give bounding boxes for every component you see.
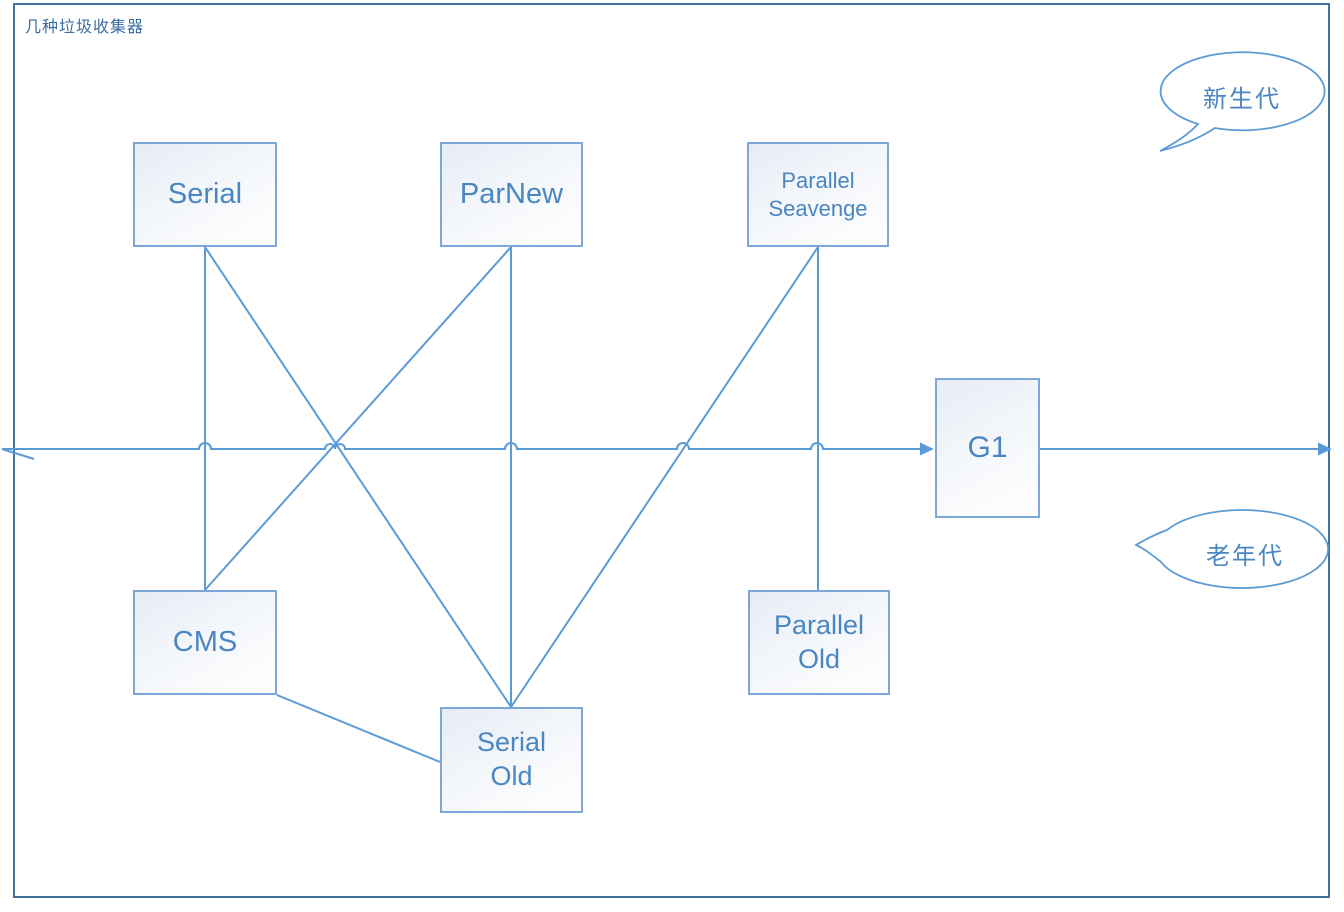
callout-bubble-young-generation[interactable] — [1159, 51, 1326, 152]
edge-serial-to-serial-old — [204, 246, 512, 708]
node-parallel-seavenge-label: Parallel Seavenge — [768, 168, 868, 221]
edge-parnew-to-cms — [204, 246, 512, 591]
axis-line-left-segment — [2, 442, 921, 450]
outer-frame — [13, 3, 1330, 898]
node-serial-old-label: Serial Old — [476, 727, 547, 791]
callout-old-generation-label: 老年代 — [1206, 543, 1284, 570]
node-cms[interactable]: CMS — [133, 590, 277, 695]
axis-arrowhead-into-g1 — [920, 442, 934, 456]
edge-cms-to-serial-old — [276, 694, 441, 763]
node-parallel-old[interactable]: Parallel Old — [748, 590, 890, 695]
node-serial-old[interactable]: Serial Old — [440, 707, 583, 813]
node-serial-label: Serial — [167, 178, 243, 211]
axis-left-barb — [1, 448, 35, 460]
node-parnew-label: ParNew — [459, 178, 564, 211]
node-g1[interactable]: G1 — [935, 378, 1040, 518]
callout-bubble-old-generation[interactable] — [1134, 509, 1329, 589]
node-parallel-seavenge[interactable]: Parallel Seavenge — [747, 142, 889, 247]
callout-young-generation-label: 新生代 — [1203, 86, 1281, 113]
edge-parallel-seavenge-to-serial-old — [510, 246, 819, 708]
node-cms-label: CMS — [172, 626, 238, 659]
node-parnew[interactable]: ParNew — [440, 142, 583, 247]
axis-arrowhead-right — [1318, 442, 1332, 456]
diagram-title: 几种垃圾收集器 — [25, 19, 145, 36]
node-parallel-old-label: Parallel Old — [773, 609, 865, 674]
node-g1-label: G1 — [967, 431, 1008, 465]
node-serial[interactable]: Serial — [133, 142, 277, 247]
